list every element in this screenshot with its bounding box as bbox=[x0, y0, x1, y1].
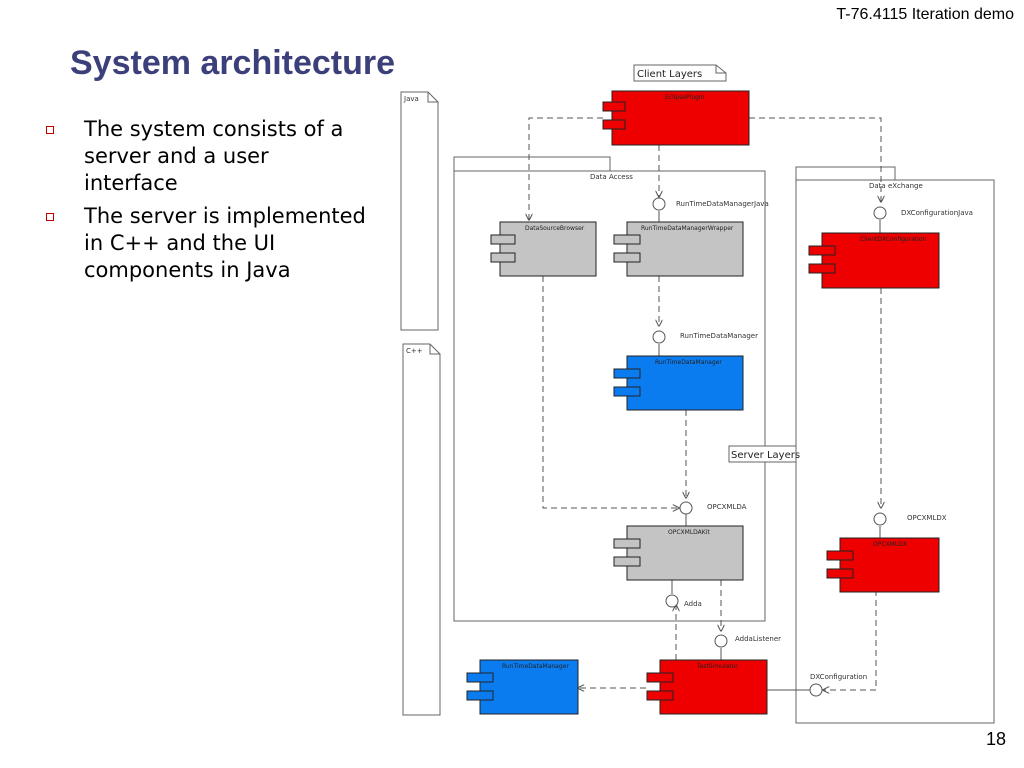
eclipse-plugin-component: EclipsePlugin bbox=[602, 90, 750, 146]
course-tag: T-76.4115 Iteration demo bbox=[836, 6, 1014, 23]
edge-opcxmldx-dxconfig bbox=[823, 590, 877, 690]
testsimulator-component: TestSimulator bbox=[646, 659, 768, 715]
interface-label: RunTimeDataManager bbox=[680, 332, 758, 340]
runtime-manager-interface-icon bbox=[652, 330, 666, 344]
component-label: OPCXMLDX bbox=[873, 541, 907, 548]
component-label: TestSimulator bbox=[696, 663, 738, 670]
component-label: EclipsePlugin bbox=[665, 94, 705, 101]
java-note-label: Java bbox=[403, 95, 419, 103]
interface-label: DXConfiguration bbox=[810, 673, 867, 681]
slide-title: System architecture bbox=[70, 44, 396, 82]
page-number: 18 bbox=[985, 729, 1006, 749]
server-layers-note: Server Layers bbox=[728, 445, 800, 463]
edge-browser-opcxmlda bbox=[542, 276, 679, 508]
interface-label: Adda bbox=[684, 600, 702, 608]
data-access-label: Data Access bbox=[590, 173, 633, 181]
opcxmldx-component: OPCXMLDX bbox=[826, 537, 940, 593]
interface-label: DXConfigurationJava bbox=[901, 209, 973, 217]
datasource-browser-component: DataSourceBrowser bbox=[490, 221, 597, 277]
interface-label: AddaListener bbox=[735, 635, 781, 643]
java-note: Java bbox=[400, 91, 439, 331]
bullet-marker-icon bbox=[46, 126, 54, 134]
interface-label: OPCXMLDX bbox=[907, 514, 947, 522]
data-exchange-label: Data eXchange bbox=[869, 182, 923, 190]
component-label: RunTimeDataManagerWrapper bbox=[641, 225, 734, 232]
bullet-marker-icon bbox=[46, 213, 54, 221]
client-dx-config-component: ClientDXConfiguration bbox=[808, 232, 940, 289]
interface-label: OPCXMLDA bbox=[707, 503, 747, 511]
runtime-java-interface-icon bbox=[652, 197, 666, 211]
cpp-note-label: C++ bbox=[406, 347, 423, 355]
edge-plugin-browser bbox=[529, 117, 603, 220]
addalistener-interface-icon bbox=[714, 634, 728, 648]
interface-stems bbox=[658, 211, 881, 691]
interface-labels: RunTimeDataManagerJava DXConfigurationJa… bbox=[676, 200, 973, 681]
opcxmlda-interface-icon bbox=[679, 501, 693, 515]
component-label: OPCXMLDAKit bbox=[668, 529, 710, 536]
adda-interface-icon bbox=[665, 594, 679, 608]
bullet-list: The system consists of a server and a us… bbox=[46, 116, 366, 290]
dxconfiguration-interface-icon bbox=[809, 683, 823, 697]
server-layers-label: Server Layers bbox=[731, 450, 800, 461]
client-layers-note: Client Layers bbox=[633, 64, 727, 82]
interface-circles bbox=[652, 197, 887, 697]
cpp-note: C++ bbox=[402, 343, 441, 716]
opcxmldx-interface-icon bbox=[873, 512, 887, 526]
interface-label: RunTimeDataManagerJava bbox=[676, 200, 769, 208]
component-label: RunTimeDataManager bbox=[502, 663, 569, 670]
component-label: DataSourceBrowser bbox=[525, 225, 585, 232]
client-layers-label: Client Layers bbox=[637, 69, 702, 80]
bullet-text: The server is implemented in C++ and the… bbox=[84, 204, 366, 282]
runtime-manager-component: RunTimeDataManager bbox=[613, 355, 744, 411]
bullet-text: The system consists of a server and a us… bbox=[84, 117, 344, 195]
component-label: RunTimeDataManager bbox=[655, 359, 722, 366]
component-label: ClientDXConfiguration bbox=[860, 236, 927, 243]
bullet-item: The system consists of a server and a us… bbox=[46, 116, 366, 197]
dxconfig-java-interface-icon bbox=[873, 206, 887, 220]
runtime-manager-2-component: RunTimeDataManager bbox=[466, 659, 579, 715]
opcxmldakit-component: OPCXMLDAKit bbox=[613, 525, 744, 581]
dependency-edges bbox=[529, 117, 881, 690]
bullet-item: The server is implemented in C++ and the… bbox=[46, 203, 366, 284]
edge-plugin-dxconfigjava bbox=[749, 117, 881, 202]
runtime-wrapper-component: RunTimeDataManagerWrapper bbox=[613, 221, 744, 277]
